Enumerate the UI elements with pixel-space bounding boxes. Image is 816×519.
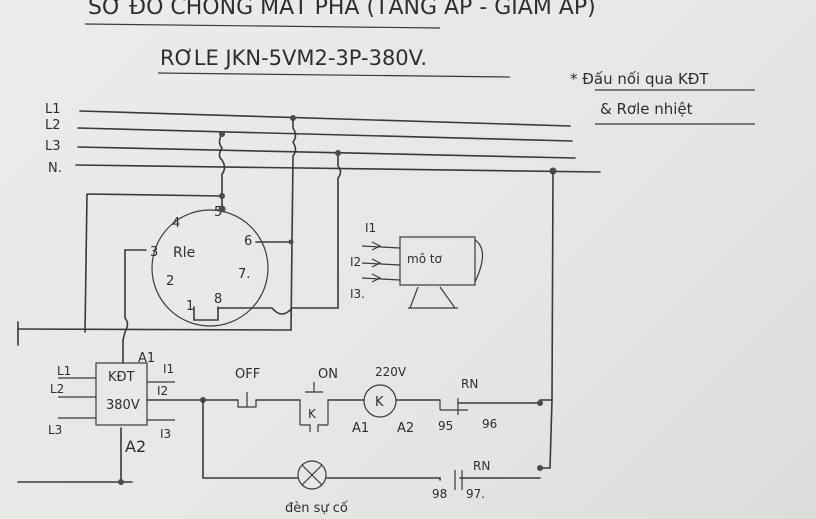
title-underline xyxy=(84,23,441,29)
motor-label: mô tơ xyxy=(407,252,443,266)
pin-96: 96 xyxy=(482,417,497,431)
motor-input-i3: I3. xyxy=(350,287,365,301)
on-label: ON xyxy=(318,367,338,382)
relay-pin-6: 6 xyxy=(244,234,252,249)
coil-a2: A2 xyxy=(397,421,414,436)
thermal-relay-nc-contact xyxy=(439,398,468,415)
on-button-with-k-contact xyxy=(299,382,329,432)
motor-shaft-cap xyxy=(474,239,484,283)
motor-input-i2: I2 xyxy=(350,255,361,269)
relay-label: Rle xyxy=(173,245,195,261)
relay-pin-5: 5 xyxy=(214,205,222,220)
line-label-l1: L1 xyxy=(45,102,61,117)
rn-bottom-label: RN xyxy=(473,459,490,473)
coil-voltage: 220V xyxy=(375,365,407,379)
line-label-l2: L2 xyxy=(45,118,61,133)
contactor-a2: A2 xyxy=(125,437,146,456)
power-lines: L1 L2 L3 N. xyxy=(45,102,601,176)
pin-95: 95 xyxy=(438,419,453,433)
wire-l2 xyxy=(77,127,573,142)
junction xyxy=(218,205,226,213)
coil-a1: A1 xyxy=(352,421,369,436)
contactor-in-l1: L1 xyxy=(57,364,71,378)
motor-input-arrows xyxy=(361,241,401,283)
junction xyxy=(335,150,341,156)
relay-pin-1: 1 xyxy=(186,299,194,314)
relay-wiring xyxy=(17,115,557,346)
subtitle-underline xyxy=(157,72,511,78)
control-circuit: OFF ON K K 220V A1 A2 RN 95 96 RN 98 97.… xyxy=(146,365,543,516)
k-contact-label: K xyxy=(308,407,317,421)
rn-top-label: RN xyxy=(461,377,478,391)
relay-pin-2: 2 xyxy=(166,274,174,289)
relay-pin-8: 8 xyxy=(214,292,222,307)
wire-pin8-l3 xyxy=(217,151,342,315)
relay-pin-3: 3 xyxy=(150,245,158,260)
line-label-l3: L3 xyxy=(45,139,61,154)
note-line1: * Đấu nối qua KĐT xyxy=(570,70,709,88)
junction xyxy=(290,115,296,121)
wire-l1-down xyxy=(290,116,297,331)
contactor-in-l2: L2 xyxy=(50,382,64,396)
contactor-voltage: 380V xyxy=(106,398,140,413)
line-label-n: N. xyxy=(48,161,62,176)
wire-pin1-pin8 xyxy=(193,306,219,321)
contactor-coil xyxy=(363,384,397,418)
wire-pin3 xyxy=(122,249,147,341)
fault-lamp-icon xyxy=(297,460,327,490)
wire-n xyxy=(75,164,601,173)
contactor-out-i1: I1 xyxy=(163,362,174,376)
fault-lamp-cross xyxy=(301,464,323,486)
wire-l2-to-pin5 xyxy=(218,133,226,209)
pin-98: 98 xyxy=(432,487,447,501)
wire-bottom-bus xyxy=(17,328,292,331)
junction xyxy=(537,465,543,471)
junction xyxy=(219,193,225,199)
coil-label: K xyxy=(375,395,384,410)
wire-l3 xyxy=(77,146,576,159)
relay-pin-4: 4 xyxy=(172,216,180,231)
contactor-body xyxy=(95,362,148,426)
motor-input-i1: I1 xyxy=(365,221,376,235)
phase-relay: Rle 1 2 3 4 5 6 7. 8 xyxy=(150,205,269,327)
note-line2: & Rơle nhiệt xyxy=(600,100,693,118)
wire-l1 xyxy=(79,110,571,127)
title: SƠ ĐỒ CHỐNG MẤT PHA (TĂNG ÁP - GIẢM ÁP) xyxy=(88,0,596,20)
wire-neutral-down xyxy=(539,171,554,469)
relay-pin-7: 7. xyxy=(238,267,250,282)
relay-body xyxy=(151,209,269,327)
motor: mô tơ I1 I2 I3. xyxy=(350,221,484,309)
contactor-out-i3: I3 xyxy=(160,427,171,441)
wire-pin5-left xyxy=(84,193,223,333)
wire-lamp-row xyxy=(202,399,541,481)
off-button xyxy=(237,392,257,408)
junction xyxy=(288,239,294,245)
contactor-terminals xyxy=(58,377,175,421)
thermal-relay-no-contact xyxy=(454,470,463,490)
off-label: OFF xyxy=(235,367,260,382)
contactor-in-l3: L3 xyxy=(48,423,62,437)
contactor-out-i2: I2 xyxy=(157,384,168,398)
junction xyxy=(549,167,557,175)
contactor-coil-wires xyxy=(17,339,133,483)
junction xyxy=(537,400,543,406)
contactor-label: KĐT xyxy=(108,370,135,385)
motor-body xyxy=(399,236,476,286)
junction xyxy=(118,479,124,485)
pin-97: 97. xyxy=(466,487,485,501)
contactor-a1: A1 xyxy=(138,351,155,366)
fault-lamp-label: đèn sự cố xyxy=(285,501,348,516)
motor-stand xyxy=(408,286,458,309)
subtitle: RƠLE JKN-5VM2-3P-380V. xyxy=(160,46,427,70)
junction xyxy=(219,131,225,137)
wire-control-main xyxy=(146,399,541,404)
contactor: KĐT 380V A1 A2 L1 L2 L3 I1 I2 I3 xyxy=(17,339,175,485)
